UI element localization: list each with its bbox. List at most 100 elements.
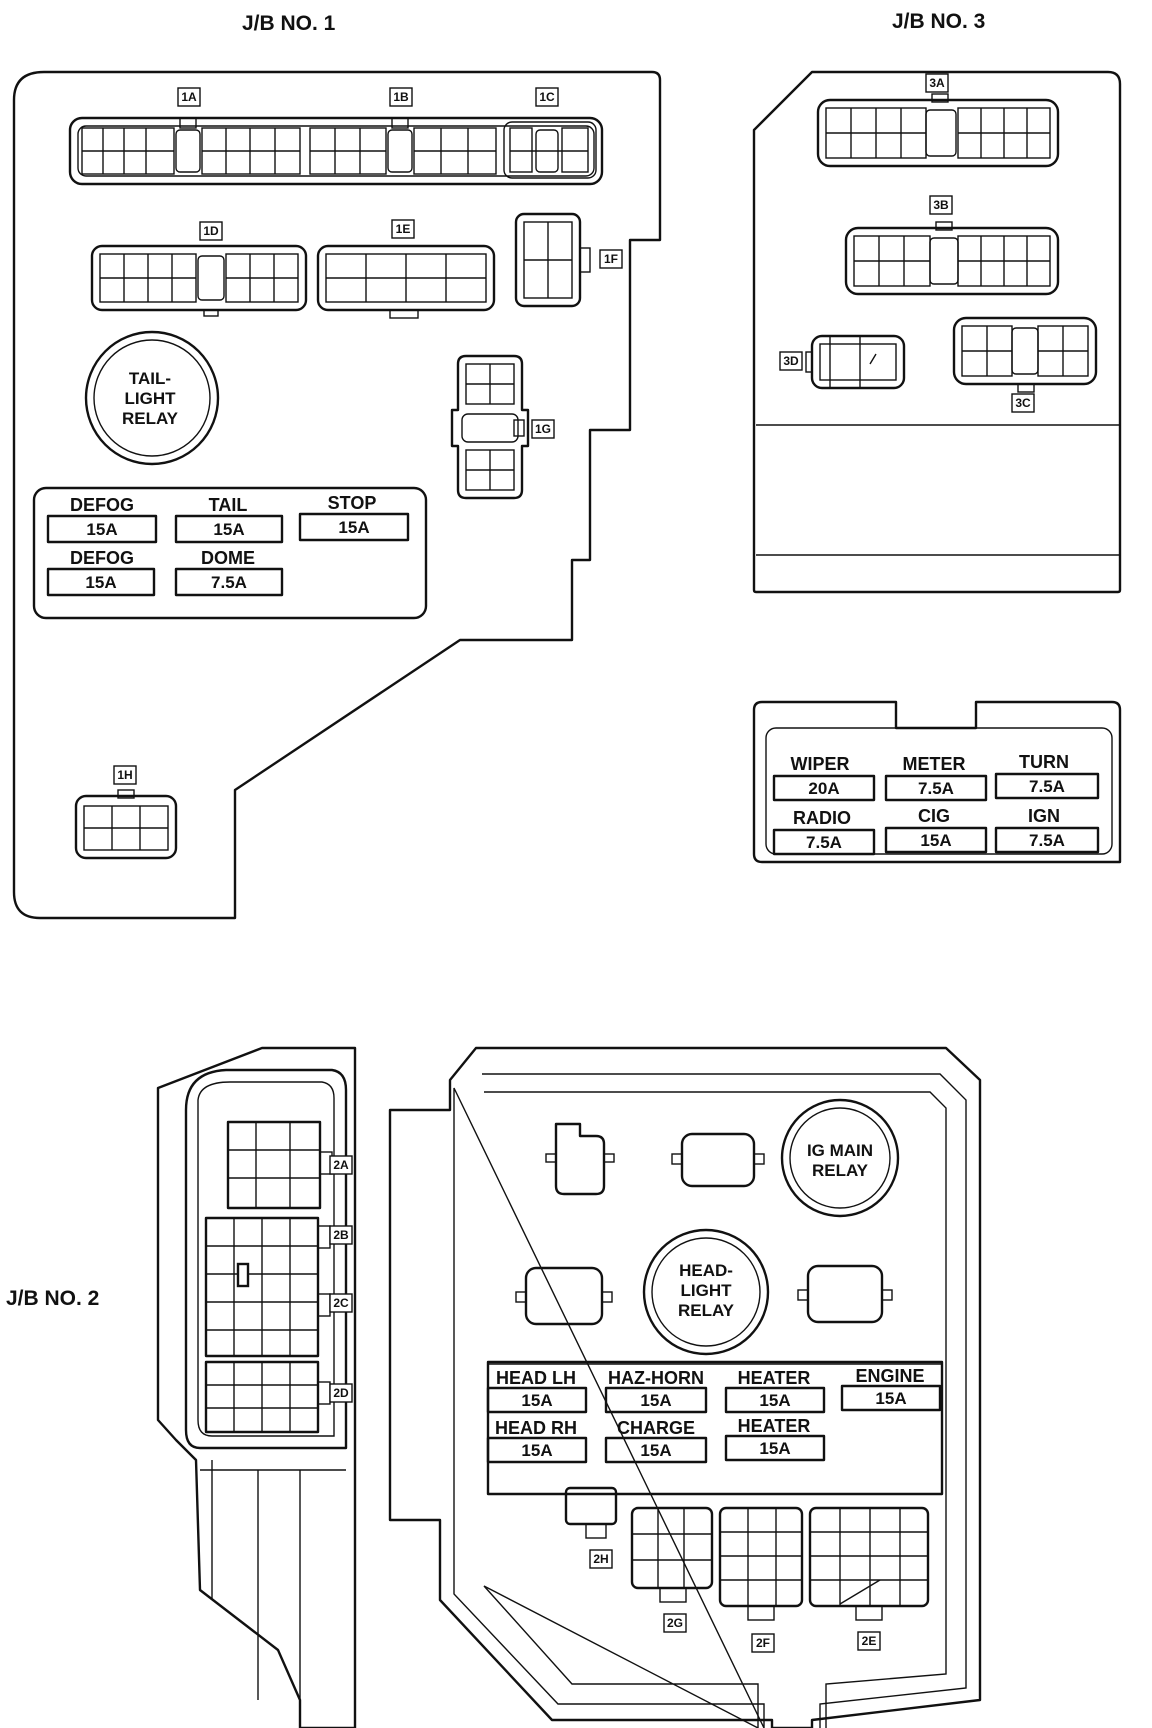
connector-3b [844,221,1060,296]
fuse-head-rh-label: HEAD RH [495,1418,577,1438]
tag-2g: 2G [663,1613,687,1633]
tag-1b: 1B [389,87,413,107]
svg-text:IG MAIN: IG MAIN [807,1141,873,1160]
connector-1g [450,354,530,500]
svg-text:LIGHT: LIGHT [125,389,177,408]
fuse-heater-rating: 15A [759,1391,790,1410]
fuse-tail-rating: 15A [213,520,244,539]
svg-text:2H: 2H [593,1552,608,1566]
svg-text:2A: 2A [333,1158,349,1172]
fuse-heater-2-label: HEATER [738,1416,811,1436]
fuse-turn-rating: 7.5A [1029,777,1065,796]
tag-3a: 3A [925,73,949,93]
svg-text:1D: 1D [203,224,219,238]
connector-2a [226,1120,333,1210]
tag-1a: 1A [177,87,201,107]
tag-3d: 3D [779,351,803,371]
svg-text:RELAY: RELAY [678,1301,735,1320]
fuse-head-lh-rating: 15A [521,1391,552,1410]
fuse-wiper-label: WIPER [790,754,849,774]
fuse-stop-rating: 15A [338,518,369,537]
relay-socket-4 [797,1264,893,1324]
ig-main-relay: IG MAIN RELAY [780,1098,900,1218]
fuse-ign-label: IGN [1028,806,1060,826]
fuse-wiper-rating: 20A [808,779,839,798]
fuse-defog-label: DEFOG [70,495,134,515]
tag-2b: 2B [329,1225,353,1245]
relay-socket-3 [515,1266,613,1326]
tail-light-relay: TAIL- LIGHT RELAY [84,330,220,466]
tag-1e: 1E [391,219,415,239]
fuse-charge-rating: 15A [640,1441,671,1460]
fuse-meter-rating: 7.5A [918,779,954,798]
svg-text:RELAY: RELAY [122,409,179,428]
svg-text:1H: 1H [117,768,132,782]
fuse-tail-label: TAIL [209,495,248,515]
jb1-fuse-panel: DEFOG 15A TAIL 15A STOP 15A DEFOG 15A DO… [32,486,428,620]
fuse-radio-label: RADIO [793,808,851,828]
fuse-head-lh-label: HEAD LH [496,1368,576,1388]
connector-2h [564,1486,618,1539]
tag-2c: 2C [329,1293,353,1313]
connector-1c [503,121,597,179]
fuse-meter-label: METER [903,754,966,774]
fuse-engine-rating: 15A [875,1389,906,1408]
svg-text:TAIL-: TAIL- [129,369,171,388]
fuse-charge-label: CHARGE [617,1418,695,1438]
svg-text:1C: 1C [539,90,555,104]
tag-2d: 2D [329,1383,353,1403]
svg-text:HEAD-: HEAD- [679,1261,733,1280]
svg-text:RELAY: RELAY [812,1161,869,1180]
connector-2f [718,1506,804,1621]
connector-1a-1c-block [68,116,604,186]
relay-socket-2 [671,1132,765,1188]
jb3-housing [752,70,1122,594]
fuse-cig-rating: 15A [920,831,951,850]
tag-3b: 3B [929,195,953,215]
fuse-haz-horn-label: HAZ-HORN [608,1368,704,1388]
svg-text:1E: 1E [396,222,411,236]
fuse-defog-2-rating: 15A [85,573,116,592]
connector-1a [81,117,301,175]
fuse-cig-label: CIG [918,806,950,826]
svg-text:2G: 2G [667,1616,683,1630]
fuse-radio-rating: 7.5A [806,833,842,852]
jb1-title: J/B NO. 1 [242,12,336,35]
fuse-stop-label: STOP [328,493,377,513]
connector-1f [514,212,591,308]
fuse-heater-label: HEATER [738,1368,811,1388]
jb3-title: J/B NO. 3 [892,10,985,33]
svg-text:2B: 2B [333,1228,349,1242]
tag-1h: 1H [113,765,137,785]
svg-text:2C: 2C [333,1296,349,1310]
fuse-dome-label: DOME [201,548,255,568]
svg-text:2E: 2E [862,1634,877,1648]
tag-1c: 1C [535,87,559,107]
fuse-turn-label: TURN [1019,752,1069,772]
svg-text:1F: 1F [604,252,618,266]
tag-1f: 1F [599,249,623,269]
connector-2b-2c [204,1216,331,1358]
tag-2f: 2F [751,1633,775,1653]
svg-text:1B: 1B [393,90,409,104]
fuse-ign-rating: 7.5A [1029,831,1065,850]
connector-3a [816,93,1060,168]
tag-2e: 2E [857,1631,881,1651]
connector-2d [204,1360,331,1434]
jb2-side-housing [156,1046,357,1728]
svg-text:1G: 1G [535,422,551,436]
svg-text:3B: 3B [933,198,949,212]
connector-3d [805,334,906,390]
tag-1d: 1D [199,221,223,241]
jb1-housing [12,70,662,920]
fuse-haz-horn-rating: 15A [640,1391,671,1410]
tag-1g: 1G [531,419,555,439]
svg-text:3C: 3C [1015,396,1031,410]
svg-text:LIGHT: LIGHT [681,1281,733,1300]
svg-text:1A: 1A [181,90,197,104]
jb2-fuse-panel: HEAD LH 15A HAZ-HORN 15A HEATER 15A ENGI… [486,1360,944,1496]
svg-text:3D: 3D [783,354,799,368]
connector-2g [630,1506,714,1603]
tag-2h: 2H [589,1549,613,1569]
